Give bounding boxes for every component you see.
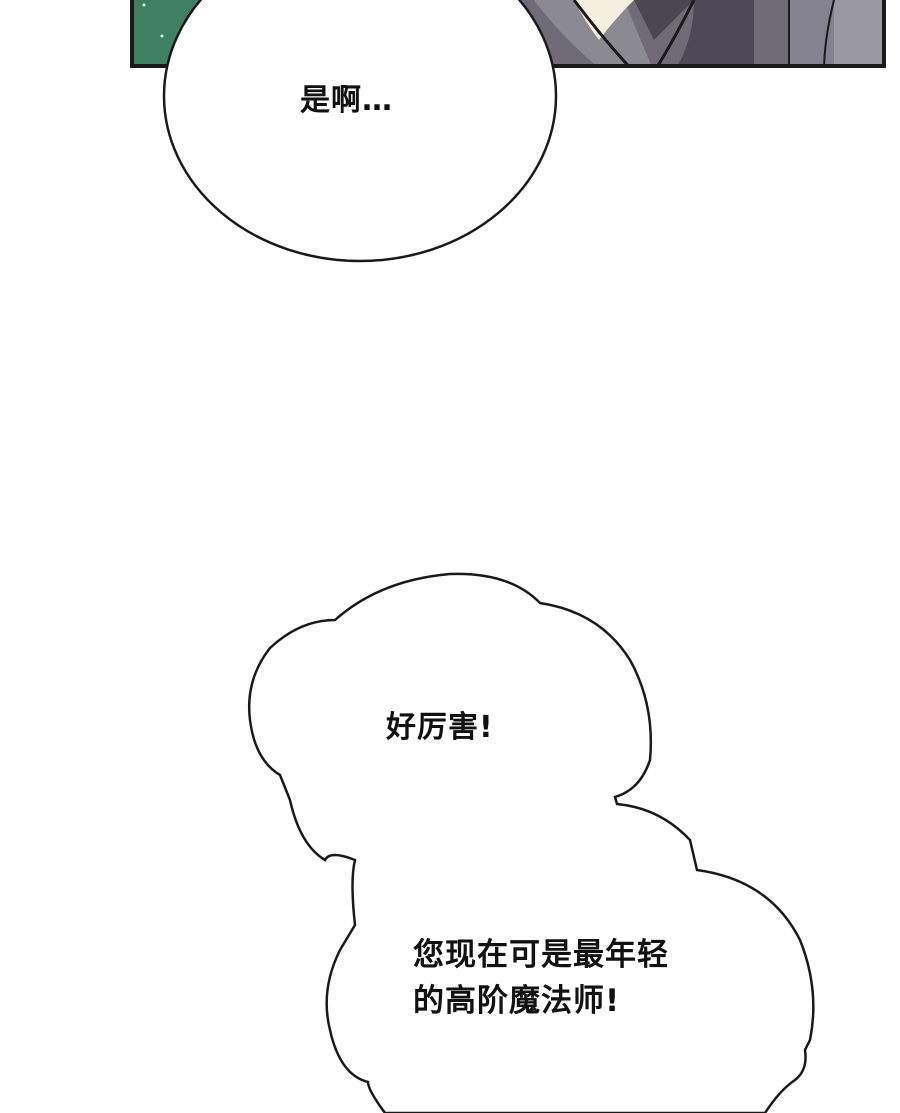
bubble-text-youngest-mage: 您现在可是最年轻 的高阶魔法师! (413, 937, 669, 1019)
oval-speech-bubble (162, 0, 558, 263)
bubble-text-yes: 是啊… (300, 83, 393, 118)
bubble-text-amazing: 好厉害! (386, 710, 494, 745)
cloud-speech-bubble (248, 572, 815, 1113)
